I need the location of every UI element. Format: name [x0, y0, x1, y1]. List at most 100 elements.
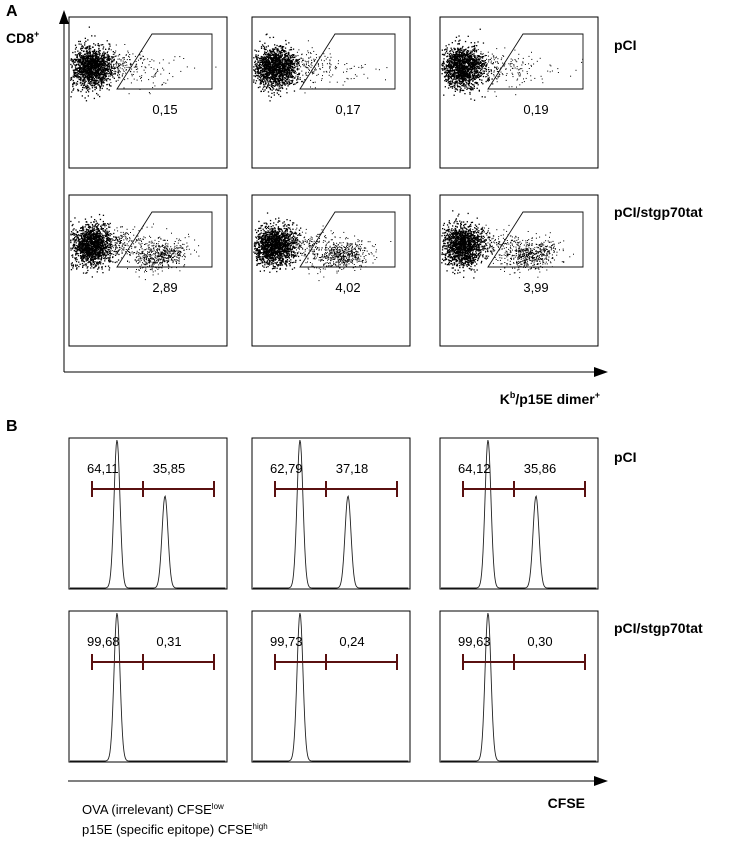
scatter-point [162, 59, 164, 61]
scatter-point [278, 93, 280, 96]
scatter-point [464, 58, 466, 60]
scatter-point [93, 55, 95, 58]
scatter-point [284, 58, 286, 60]
scatter-point [270, 67, 272, 69]
scatter-point [106, 236, 108, 238]
scatter-point [152, 87, 154, 89]
scatter-point [101, 65, 103, 68]
scatter-point [94, 72, 96, 74]
scatter-point [485, 55, 487, 56]
scatter-point [267, 83, 270, 85]
scatter-point [277, 70, 279, 72]
scatter-point [114, 66, 116, 68]
scatter-point [521, 82, 523, 84]
scatter-point [118, 65, 120, 67]
scatter-point [108, 55, 110, 57]
scatter-point [468, 59, 470, 62]
scatter-point [279, 85, 281, 87]
scatter-point [290, 46, 292, 49]
scatter-point [265, 56, 267, 58]
scatter-point [102, 46, 105, 48]
scatter-point [118, 71, 120, 73]
scatter-point [107, 70, 110, 72]
scatter-point [288, 83, 290, 85]
scatter-point [108, 68, 110, 70]
scatter-point [485, 70, 487, 72]
scatter-point [457, 54, 459, 56]
scatter-point [95, 60, 98, 62]
scatter-point [445, 74, 448, 76]
scatter-point [510, 58, 512, 60]
scatter-point [277, 75, 279, 77]
scatter-point [103, 54, 105, 56]
scatter-point [87, 57, 90, 59]
scatter-point [478, 74, 480, 76]
scatter-point [113, 70, 115, 72]
scatter-point [89, 225, 91, 228]
scatter-point [85, 68, 87, 70]
scatter-point [93, 61, 95, 63]
scatter-point [90, 61, 92, 63]
scatter-point [268, 57, 270, 60]
scatter-point [267, 55, 269, 57]
scatter-point [474, 74, 476, 75]
scatter-point [453, 65, 455, 67]
scatter-point [291, 76, 293, 78]
scatter-point [312, 71, 314, 73]
scatter-point [87, 89, 89, 92]
scatter-point [460, 87, 462, 90]
scatter-point [481, 79, 483, 81]
scatter-point [139, 54, 140, 55]
scatter-point [477, 55, 480, 58]
scatter-point [260, 55, 262, 58]
scatter-point [457, 86, 459, 88]
scatter-point [265, 46, 268, 48]
scatter-point [89, 59, 91, 62]
scatter-point [493, 70, 495, 72]
scatter-point [255, 50, 258, 52]
scatter-point [490, 70, 492, 72]
scatter-point [83, 87, 85, 89]
scatter-point [454, 75, 456, 77]
scatter-point [458, 82, 460, 84]
scatter-point [480, 65, 482, 66]
scatter-point [89, 67, 91, 70]
scatter-point [124, 44, 126, 45]
scatter-point [446, 61, 448, 63]
scatter-point [194, 67, 196, 69]
scatter-point [321, 59, 322, 61]
scatter-point [288, 64, 290, 66]
scatter-point [518, 73, 520, 75]
scatter-point [149, 93, 151, 95]
scatter-point [83, 61, 85, 63]
scatter-point [101, 80, 103, 82]
scatter-point [287, 66, 289, 68]
scatter-point [93, 81, 95, 83]
scatter-point [281, 71, 283, 74]
scatter-point [257, 60, 259, 62]
scatter-point [266, 63, 268, 66]
scatter-point [483, 63, 486, 65]
scatter-point [154, 75, 156, 77]
scatter-point [271, 65, 273, 67]
scatter-point [469, 80, 471, 82]
scatter-point [268, 76, 270, 79]
scatter-point [160, 73, 162, 75]
scatter-point [111, 70, 112, 72]
scatter-point [465, 51, 468, 53]
scatter-point [501, 73, 503, 75]
scatter-point [291, 63, 293, 65]
scatter-point [105, 69, 107, 71]
scatter-point [452, 63, 454, 65]
scatter-point [268, 56, 271, 58]
scatter-point [114, 67, 116, 69]
scatter-point [76, 54, 78, 56]
scatter-point [89, 50, 91, 52]
scatter-point [452, 85, 454, 88]
scatter-point [141, 57, 143, 59]
scatter-point [288, 63, 290, 65]
scatter-point [260, 90, 262, 92]
scatter-point [74, 44, 77, 46]
scatter-point [311, 62, 313, 64]
scatter-point [93, 52, 95, 54]
